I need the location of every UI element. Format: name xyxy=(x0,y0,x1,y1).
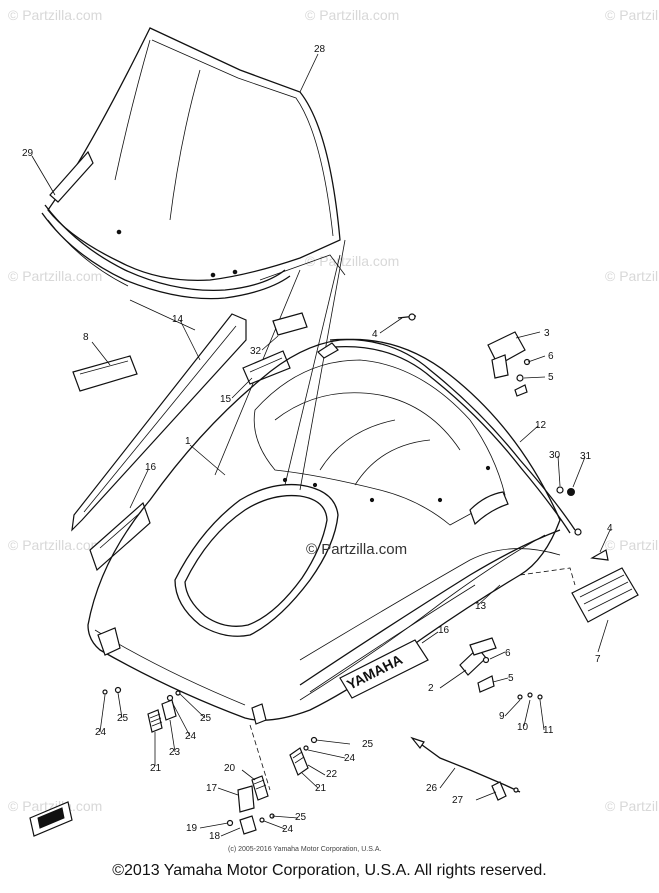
watermark: © Partzilla.com xyxy=(305,253,399,269)
right-center-parts xyxy=(289,736,318,776)
callout-24-c: 24 xyxy=(282,824,294,835)
callout-13: 13 xyxy=(475,601,487,612)
callout-25-c: 25 xyxy=(295,812,307,823)
callout-18: 16 xyxy=(438,625,450,636)
callout-27: 27 xyxy=(452,795,464,806)
callout-21-a: 21 xyxy=(150,763,162,774)
callout-24-a: 24 xyxy=(95,727,107,738)
footer-copyright: ©2013 Yamaha Motor Corporation, U.S.A. A… xyxy=(112,862,547,879)
callout-3: 3 xyxy=(544,328,550,339)
callout-25-d: 25 xyxy=(362,739,374,750)
callout-9: 9 xyxy=(499,711,505,722)
hardware-30-31 xyxy=(556,486,575,496)
callout-20: 20 xyxy=(224,763,236,774)
callout-10: 10 xyxy=(517,722,529,733)
engine-hood xyxy=(87,338,561,721)
callout-4-right: 4 xyxy=(607,523,613,534)
left-hinge-parts xyxy=(97,627,181,733)
callout-24-d: 24 xyxy=(344,753,356,764)
watermark: © Partzilla.com xyxy=(8,7,102,23)
reflector-panel xyxy=(72,355,138,392)
callout-5-bottom: 5 xyxy=(508,673,514,684)
callout-14: 14 xyxy=(172,314,184,325)
watermark: © Partzilla.com xyxy=(8,798,102,814)
yamaha-decal: YAMAHA xyxy=(339,639,429,699)
watermark: © Partzilla.com xyxy=(8,537,102,553)
callout-25-a: 25 xyxy=(117,713,129,724)
callout-26: 26 xyxy=(426,783,438,794)
hood-trim-molding xyxy=(317,338,582,536)
latch-bracket xyxy=(459,637,543,700)
model-emblem xyxy=(469,491,509,526)
side-strip-lower xyxy=(299,548,576,661)
watermark: © Partzilla.com xyxy=(605,268,659,284)
callout-1: 1 xyxy=(185,436,191,447)
center-watermark: © Partzilla.com xyxy=(306,541,407,558)
windshield-trim xyxy=(49,150,94,203)
callout-5-top: 5 xyxy=(548,372,554,383)
decal-15 xyxy=(242,350,291,385)
watermark: © Partzilla.com xyxy=(305,7,399,23)
screw-right xyxy=(590,549,609,561)
callout-labels: 28 29 14 8 32 15 1 16 4 3 6 5 12 30 31 4… xyxy=(22,44,613,842)
callout-19: 19 xyxy=(186,823,198,834)
reflector-grille xyxy=(571,567,639,623)
callout-7: 7 xyxy=(595,654,601,665)
callout-2: 2 xyxy=(428,683,434,694)
hood-opening xyxy=(174,483,339,637)
callout-31: 31 xyxy=(580,451,592,462)
watermark-group: © Partzilla.com © Partzilla.com © Partzi… xyxy=(8,7,659,814)
center-bottom-parts xyxy=(226,703,275,835)
callout-23: 23 xyxy=(169,747,181,758)
hood-cable xyxy=(410,736,521,801)
watermark: © Partzilla.com xyxy=(605,798,659,814)
callout-28: 28 xyxy=(314,44,326,55)
callout-21-b: 21 xyxy=(315,783,327,794)
callout-32: 32 xyxy=(250,346,262,357)
inner-copyright: (c) 2005-2016 Yamaha Motor Corporation, … xyxy=(228,846,381,853)
callout-22: 22 xyxy=(326,769,338,780)
leader-lines xyxy=(31,53,611,837)
callout-16: 16 xyxy=(145,462,157,473)
callout-6-bottom: 6 xyxy=(505,648,511,659)
callout-18-bottom: 18 xyxy=(209,831,221,842)
callout-8: 8 xyxy=(83,332,89,343)
hinge-bracket xyxy=(487,331,531,397)
callout-11: 11 xyxy=(543,725,554,736)
side-strip-left xyxy=(71,313,247,532)
screw-top xyxy=(397,313,417,321)
callout-30: 30 xyxy=(549,450,561,461)
callout-12: 12 xyxy=(535,420,547,431)
watermark: © Partzilla.com xyxy=(8,268,102,284)
watermark: © Partzilla.com xyxy=(605,7,659,23)
warning-label xyxy=(29,801,73,837)
callout-4-top: 4 xyxy=(372,329,378,340)
callout-25-b: 25 xyxy=(200,713,212,724)
watermark: © Partzilla.com xyxy=(605,537,659,553)
callout-6-top: 6 xyxy=(548,351,554,362)
callout-24-b: 24 xyxy=(185,731,197,742)
callout-15: 15 xyxy=(220,394,232,405)
callout-17: 17 xyxy=(206,783,218,794)
decal-32 xyxy=(272,312,308,336)
callout-29: 29 xyxy=(22,148,34,159)
